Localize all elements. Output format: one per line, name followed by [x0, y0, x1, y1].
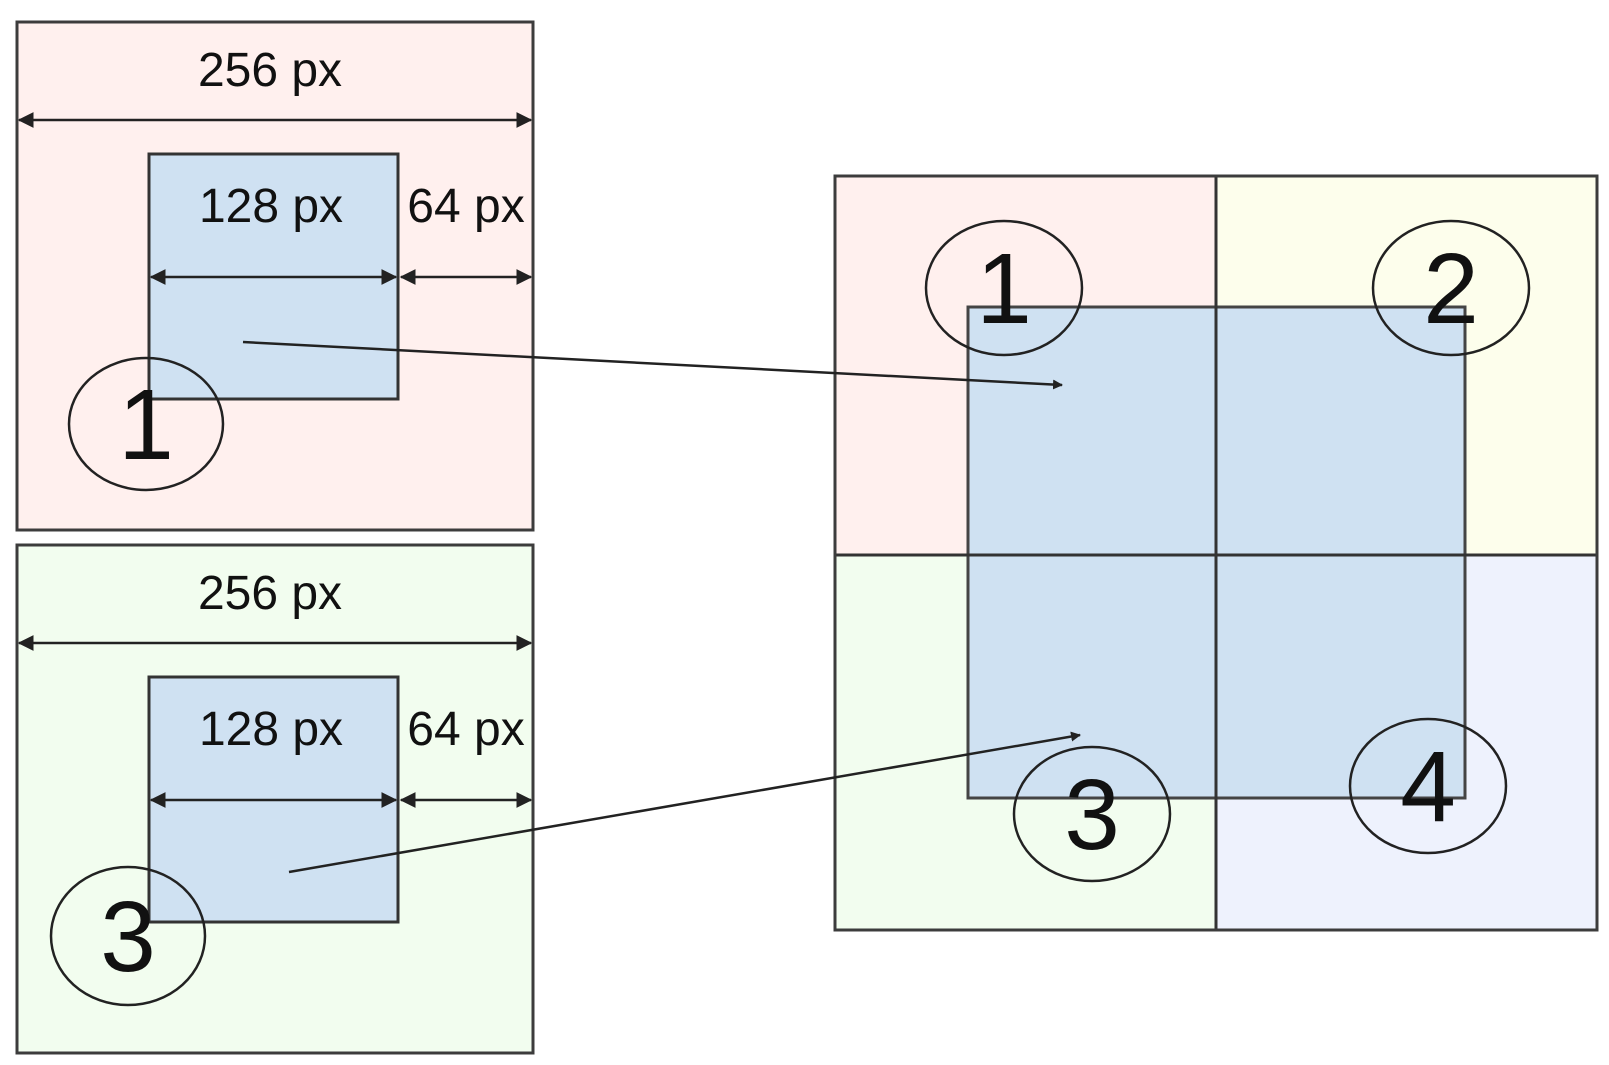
panel-3-number-ellipse — [49, 865, 207, 1007]
panel-1-margin-label: 64 px — [407, 180, 524, 233]
panel-tile-1: 256 px 128 px 64 px 1 — [15, 20, 535, 532]
panel-3-inner-width-label: 128 px — [199, 703, 343, 756]
panel-1-inner-width-label: 128 px — [199, 180, 343, 233]
mosaic: 1 2 3 4 — [833, 174, 1599, 932]
mosaic-number-3-ellipse — [1012, 745, 1172, 883]
panel-1-number-ellipse — [67, 356, 225, 492]
panel-1-number: 1 — [118, 369, 174, 481]
arrow-patch-3-to-mosaic — [288, 731, 1081, 874]
panel-1-outer-width-label: 256 px — [198, 44, 342, 97]
mosaic-number-2-ellipse — [1371, 219, 1531, 357]
mosaic-number-2: 2 — [1423, 233, 1479, 345]
panel-3-outer-width-label: 256 px — [198, 567, 342, 620]
mosaic-number-4-ellipse — [1348, 717, 1508, 855]
panel-3-margin-label: 64 px — [407, 703, 524, 756]
arrow-patch-1-to-mosaic — [242, 340, 1063, 390]
mosaic-number-4: 4 — [1400, 731, 1456, 843]
mosaic-number-1-ellipse — [924, 219, 1084, 357]
panel-3-number: 3 — [100, 881, 156, 993]
mosaic-border — [833, 174, 1599, 932]
mosaic-number-1: 1 — [976, 233, 1032, 345]
mosaic-number-3: 3 — [1064, 759, 1120, 871]
panel-tile-3: 256 px 128 px 64 px 3 — [15, 543, 535, 1055]
